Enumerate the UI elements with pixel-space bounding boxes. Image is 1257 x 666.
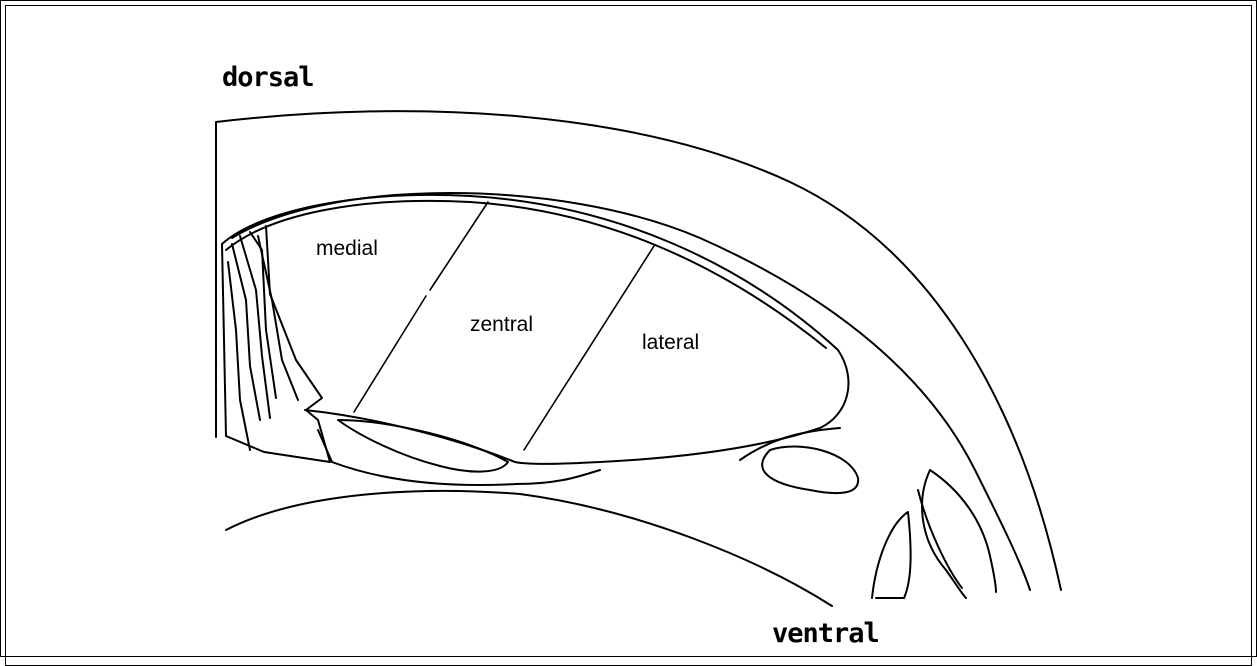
medial-zentral-divider-lower (354, 296, 426, 412)
zentral-lateral-divider (524, 246, 654, 450)
outer-shell-outline (216, 111, 1061, 590)
ventral-label: ventral (772, 620, 879, 647)
lower-shell-band (226, 491, 832, 606)
medial-wedge-stripe-5 (228, 262, 250, 450)
medial-region-label: medial (316, 238, 378, 259)
small-oval-structure (762, 446, 858, 493)
lateral-region-label: lateral (642, 332, 699, 353)
central-region-outline (222, 195, 848, 464)
ventral-wedge-floor (318, 430, 600, 485)
fan-structure-1 (872, 512, 911, 598)
central-region-floor (305, 410, 515, 462)
medial-zentral-divider-upper (430, 202, 488, 290)
fan-structure-3 (930, 470, 996, 592)
fan-structure-2 (922, 470, 966, 598)
dorsal-label: dorsal (222, 64, 314, 91)
fan-structure-4 (918, 490, 962, 588)
ventral-tear-structure (338, 420, 508, 472)
medial-wedge-outer (222, 226, 330, 462)
zentral-region-label: zentral (470, 314, 533, 335)
